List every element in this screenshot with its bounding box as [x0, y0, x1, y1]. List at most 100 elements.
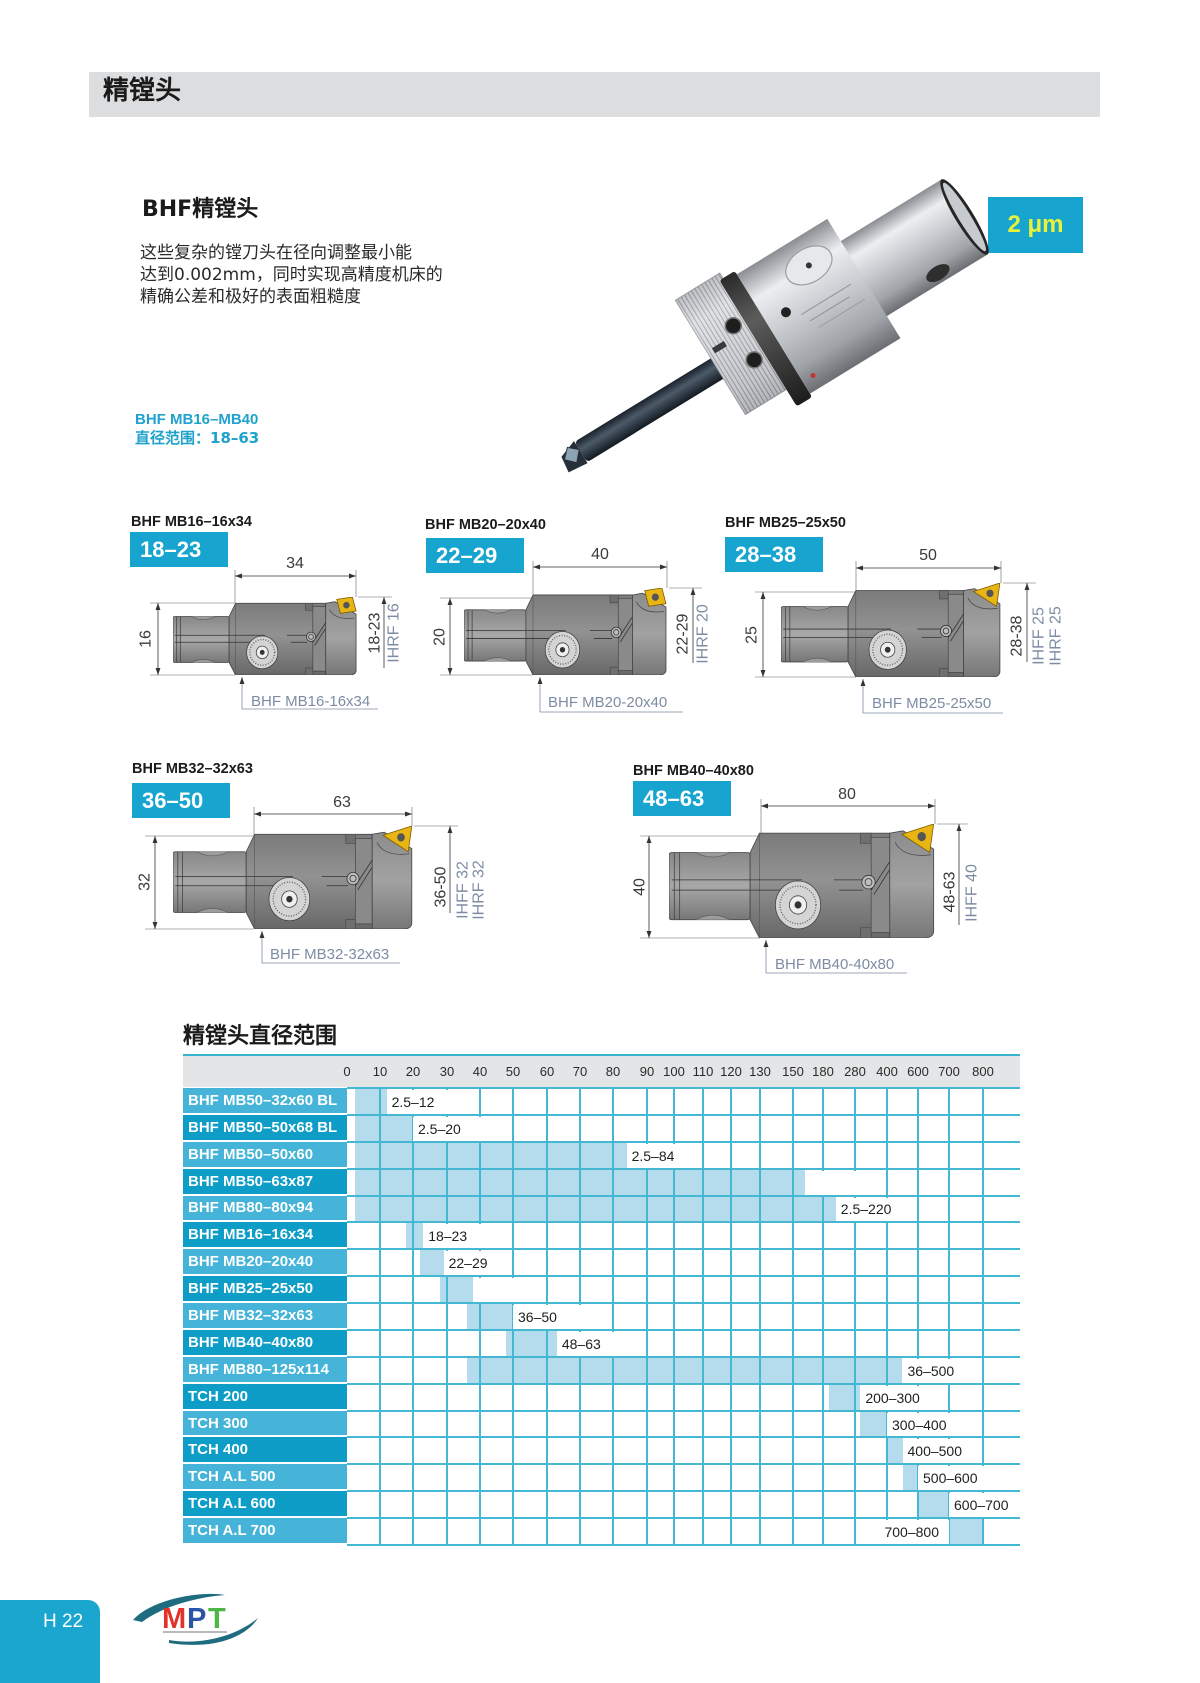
column-header: 90 [639, 1064, 655, 1079]
grid-line-horizontal [347, 1382, 1020, 1385]
column-header: 180 [812, 1064, 834, 1079]
table-row-label: BHF MB50–32x60 BL [183, 1088, 347, 1115]
column-header: 700 [938, 1064, 960, 1079]
diagram-title-mb20: BHF MB20–20x40 [425, 517, 546, 533]
column-header: 0 [343, 1064, 351, 1079]
range-label: 400–500 [902, 1439, 973, 1464]
shank-value: 16 [138, 630, 155, 648]
mpt-logo: M P T [133, 1593, 258, 1645]
range-label: 2.5–220 [835, 1197, 904, 1222]
range-bar [466, 1357, 903, 1383]
range-label: 22–29 [443, 1251, 512, 1276]
diagram-title-mb16: BHF MB16–16x34 [131, 514, 252, 530]
grid-line-vertical [982, 1088, 984, 1545]
grid-line-horizontal [347, 1302, 1020, 1305]
range-label: 200–300 [860, 1385, 930, 1410]
description-line: 这些复杂的镗刀头在径向调整最小能 [140, 243, 412, 263]
column-header: 400 [876, 1064, 898, 1079]
diagram-mb20: 40 20 22-29 IHRF 20 BHF MB20-20x40 [432, 546, 712, 713]
diagram-title-mb40: BHF MB40–40x80 [633, 763, 754, 779]
table-row-label: TCH 300 [183, 1410, 347, 1438]
series-label: BHF MB16–MB40 [135, 411, 259, 428]
precision-badge: 2 μm [988, 197, 1083, 253]
column-header: 20 [405, 1064, 421, 1079]
range-label: 2.5–12 [386, 1090, 455, 1114]
boring-head-drawing [173, 597, 356, 675]
grid-line-vertical [822, 1088, 824, 1545]
bore-range-value: 36-50 [433, 866, 450, 907]
range-bar [466, 1304, 513, 1329]
range-label: 500–600 [918, 1466, 988, 1491]
page-number: H 22 [43, 1611, 84, 1632]
range-bar [887, 1438, 903, 1464]
grid-line-vertical [646, 1088, 648, 1545]
boring-head-photo [561, 179, 989, 473]
grid-line-vertical [412, 1088, 414, 1545]
range-label: 48–63 [556, 1331, 625, 1356]
callout-label: BHF MB25-25x50 [872, 695, 991, 712]
range-label: 300–400 [887, 1412, 957, 1437]
range-bar [860, 1411, 887, 1437]
range-bar [506, 1330, 557, 1356]
insert-code: IHRF 20 [695, 604, 712, 664]
range-bar [440, 1277, 474, 1303]
table-row-label: TCH A.L 600 [183, 1491, 347, 1519]
range-label: 2.5–84 [626, 1143, 695, 1168]
boring-bar [576, 353, 733, 461]
column-header: 600 [907, 1064, 929, 1079]
length-value: 50 [919, 547, 937, 564]
length-value: 40 [591, 546, 609, 563]
shank-value: 32 [137, 873, 154, 891]
grid-line-horizontal [347, 1221, 1020, 1224]
logo-tagline [163, 1631, 227, 1633]
grid-line-vertical [612, 1088, 614, 1545]
product-description: 这些复杂的镗刀头在径向调整最小能 达到0.002mm，同时实现高精度机床的 精确… [140, 242, 443, 308]
table-row-label: TCH A.L 700 [183, 1518, 347, 1545]
shank-cylinder [837, 179, 988, 319]
table-row-label: BHF MB16–16x34 [183, 1222, 347, 1250]
column-header: 100 [663, 1064, 685, 1079]
grid-line-horizontal [347, 1087, 1020, 1089]
cutting-insert [563, 446, 580, 464]
callout-leader [259, 931, 400, 964]
column-header: 150 [782, 1064, 804, 1079]
range-label: 18–23 [423, 1224, 492, 1249]
grid-line-horizontal [347, 1490, 1020, 1493]
logo-letter-m: M [162, 1603, 186, 1635]
diagram-mb40: 80 40 48-63 IHFF 40 BHF MB40-40x80 [632, 786, 981, 974]
grid-line-vertical [759, 1088, 761, 1545]
range-bar [902, 1465, 918, 1491]
callout-leader [537, 677, 683, 713]
grid-line-horizontal [347, 1167, 1020, 1170]
table-row-label: BHF MB50–50x68 BL [183, 1114, 347, 1142]
product-title: BHF精镗头 [142, 197, 259, 222]
grid-line-vertical [792, 1088, 794, 1545]
bore-range-value: 48-63 [942, 871, 959, 912]
insert-code: IHFF 32 [455, 861, 472, 919]
logo-letter-t: T [208, 1603, 226, 1635]
page-number-tab: H 22 [0, 1600, 100, 1683]
column-header: 120 [720, 1064, 742, 1079]
table-row-label: BHF MB40–40x80 [183, 1329, 347, 1357]
range-bar [949, 1519, 983, 1544]
column-header: 280 [844, 1064, 866, 1079]
table-row-label: TCH 400 [183, 1437, 347, 1465]
length-value: 34 [286, 555, 304, 572]
callout-label: BHF MB32-32x63 [270, 946, 389, 963]
diagram-mb25: 50 25 28-38 IHFF 25 IHRF 25 BHF MB25-25x… [744, 547, 1065, 714]
table-row-label: TCH A.L 500 [183, 1464, 347, 1492]
length-value: 63 [333, 794, 351, 811]
shank-value: 20 [432, 628, 449, 646]
callout-leader [763, 940, 907, 974]
column-header: 800 [972, 1064, 994, 1079]
column-header: 30 [439, 1064, 455, 1079]
logo-swoosh-upper [133, 1593, 225, 1622]
table-row-label: BHF MB80–125x114 [183, 1356, 347, 1384]
table-row-label: BHF MB32–32x63 [183, 1303, 347, 1330]
logo-swoosh-lower [169, 1618, 258, 1645]
section-header-bar: 精镗头 [89, 72, 1100, 117]
insert-code: IHRF 25 [1048, 606, 1065, 666]
